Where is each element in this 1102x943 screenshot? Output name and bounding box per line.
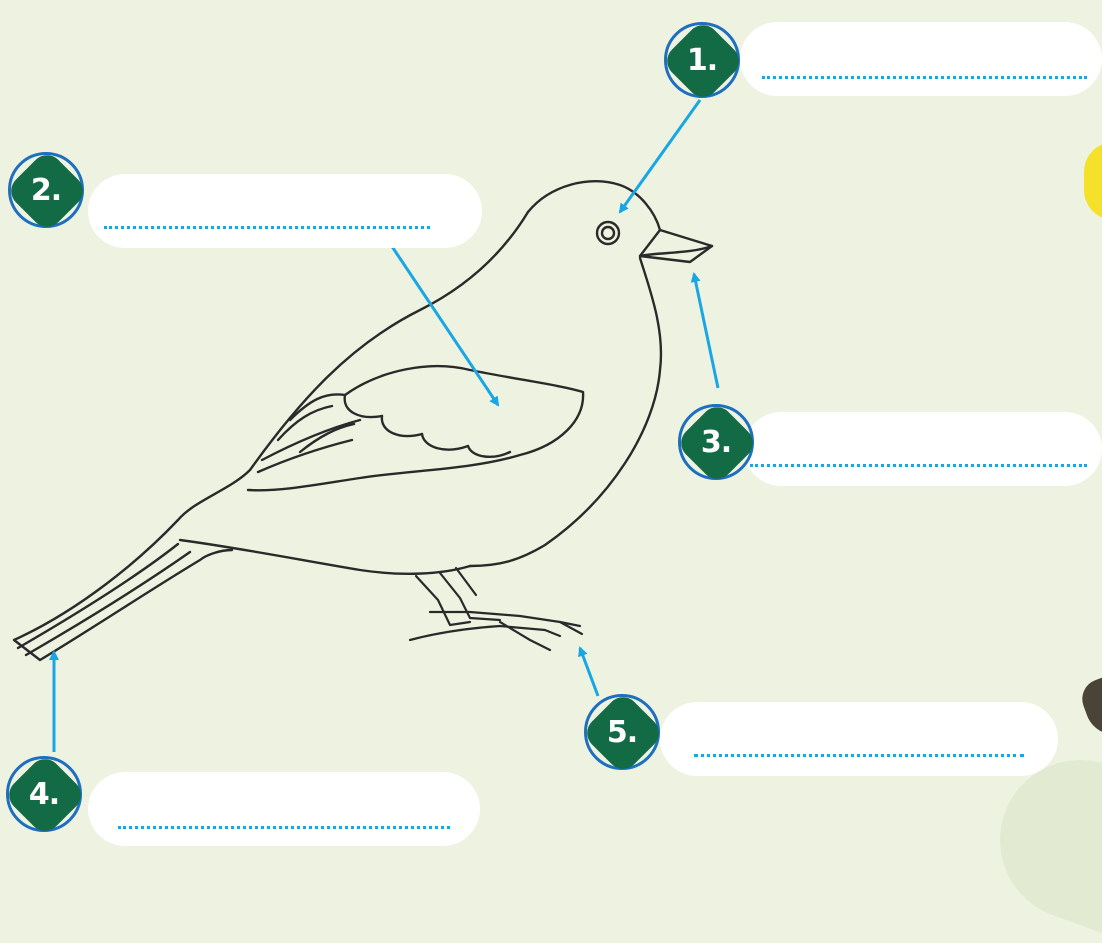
answer-box-1[interactable] [740, 22, 1102, 96]
answer-box-5[interactable] [660, 702, 1058, 776]
badge-number: 5. [584, 694, 660, 770]
bird-parts-worksheet: 1. 2. 3. 4. 5. [0, 0, 1102, 848]
arrow-icon [580, 648, 598, 696]
answer-line-5[interactable] [694, 754, 1024, 757]
answer-line-4[interactable] [118, 826, 450, 829]
bird-legs [410, 568, 582, 650]
badge-number: 1. [664, 22, 740, 98]
number-badge-4: 4. [6, 756, 82, 832]
number-badge-2: 2. [8, 152, 84, 228]
arrow-icon [694, 274, 718, 388]
badge-number: 3. [678, 404, 754, 480]
arrow-icon [620, 100, 700, 212]
bird-outline [14, 181, 712, 660]
answer-line-2[interactable] [104, 226, 430, 229]
number-badge-3: 3. [678, 404, 754, 480]
answer-line-1[interactable] [762, 76, 1087, 79]
answer-box-3[interactable] [744, 412, 1102, 486]
answer-box-2[interactable] [88, 174, 482, 248]
number-badge-5: 5. [584, 694, 660, 770]
badge-number: 2. [8, 152, 84, 228]
number-badge-1: 1. [664, 22, 740, 98]
answer-line-3[interactable] [750, 464, 1087, 467]
answer-box-4[interactable] [88, 772, 480, 846]
badge-number: 4. [6, 756, 82, 832]
